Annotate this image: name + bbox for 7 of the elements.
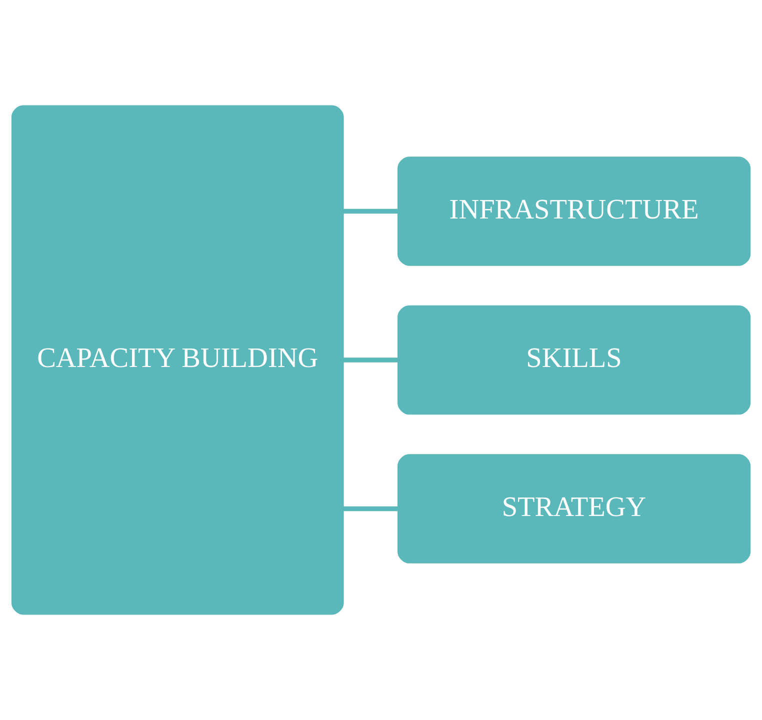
connector [343,208,398,214]
node-box: STRATEGY [397,454,751,564]
connector [343,358,398,362]
node-box: CAPACITY BUILDING [11,105,344,615]
node-box: INFRASTRUCTURE [397,156,751,266]
node-box: SKILLS [397,305,751,415]
connector [343,506,398,512]
